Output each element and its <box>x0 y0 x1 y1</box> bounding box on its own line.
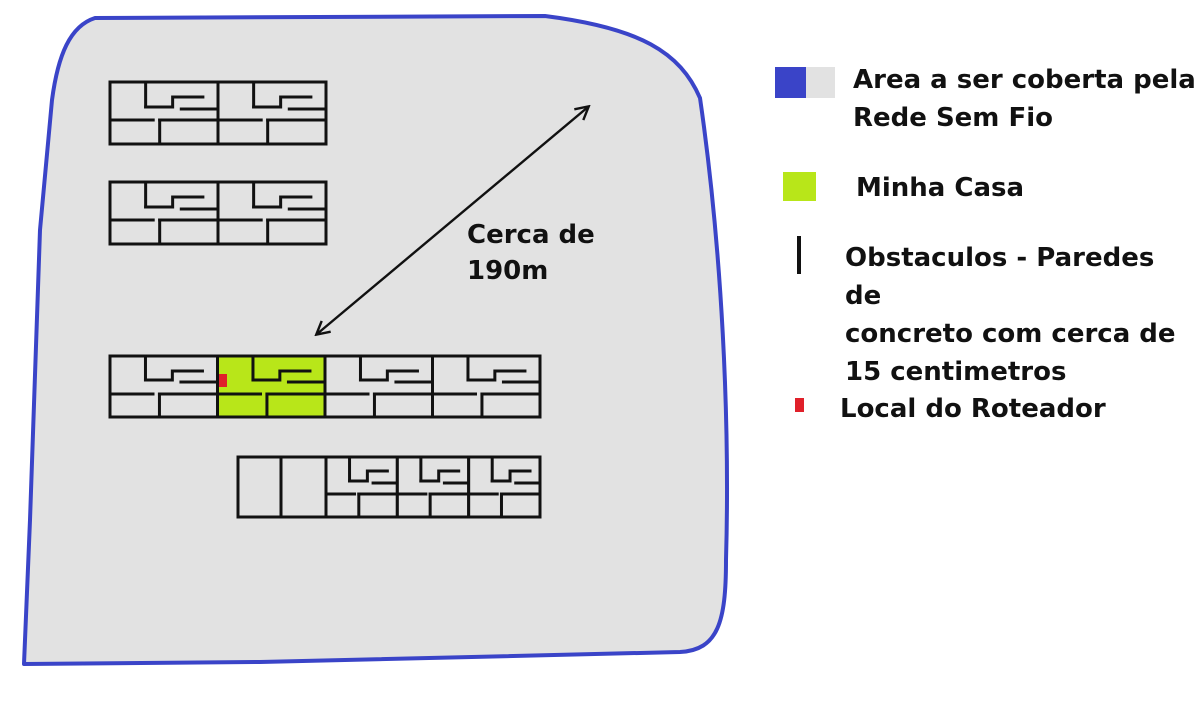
obstacle-wall <box>144 95 205 109</box>
distance-arrow <box>317 107 588 334</box>
obstacle-wall <box>348 469 389 483</box>
obstacle-wall <box>358 369 419 382</box>
obstacle-wall <box>252 195 313 209</box>
apartment-unit <box>216 80 328 146</box>
obstacle-wall <box>419 469 461 483</box>
legend-area-swatch-grey <box>806 67 835 98</box>
legend-house-label: Minha Casa <box>856 173 1025 203</box>
obstacle-wall <box>252 95 313 109</box>
my-house-unit <box>216 354 327 419</box>
buildings-group <box>108 80 542 519</box>
obstacle-wall <box>144 195 205 209</box>
legend-area-label: Area a ser coberta pela Rede Sem Fio <box>853 65 1196 133</box>
obstacle-wall <box>466 369 527 382</box>
apartment-unit <box>108 80 220 146</box>
obstacle-wall <box>251 369 312 382</box>
apartment-unit <box>108 180 220 246</box>
legend-obstacle-swatch <box>797 236 801 274</box>
obstacle-wall <box>490 469 532 483</box>
obstacle-wall <box>143 369 204 382</box>
apartment-unit <box>216 180 328 246</box>
apartment-unit <box>467 455 542 519</box>
legend-area-swatch-blue <box>775 67 806 98</box>
apartment-unit <box>395 455 471 519</box>
distance-label: Cerca de 190m <box>467 220 595 286</box>
legend-obstacles-label: Obstaculos - Paredes de concreto com cer… <box>845 243 1176 387</box>
apartment-unit <box>324 455 399 519</box>
apartment-unit <box>431 354 542 419</box>
apartment-unit <box>323 354 434 419</box>
legend-router-swatch <box>795 398 804 412</box>
legend-house-swatch <box>783 172 816 201</box>
legend-router-label: Local do Roteador <box>840 394 1106 424</box>
router-marker <box>219 374 227 387</box>
apartment-unit <box>108 354 219 419</box>
